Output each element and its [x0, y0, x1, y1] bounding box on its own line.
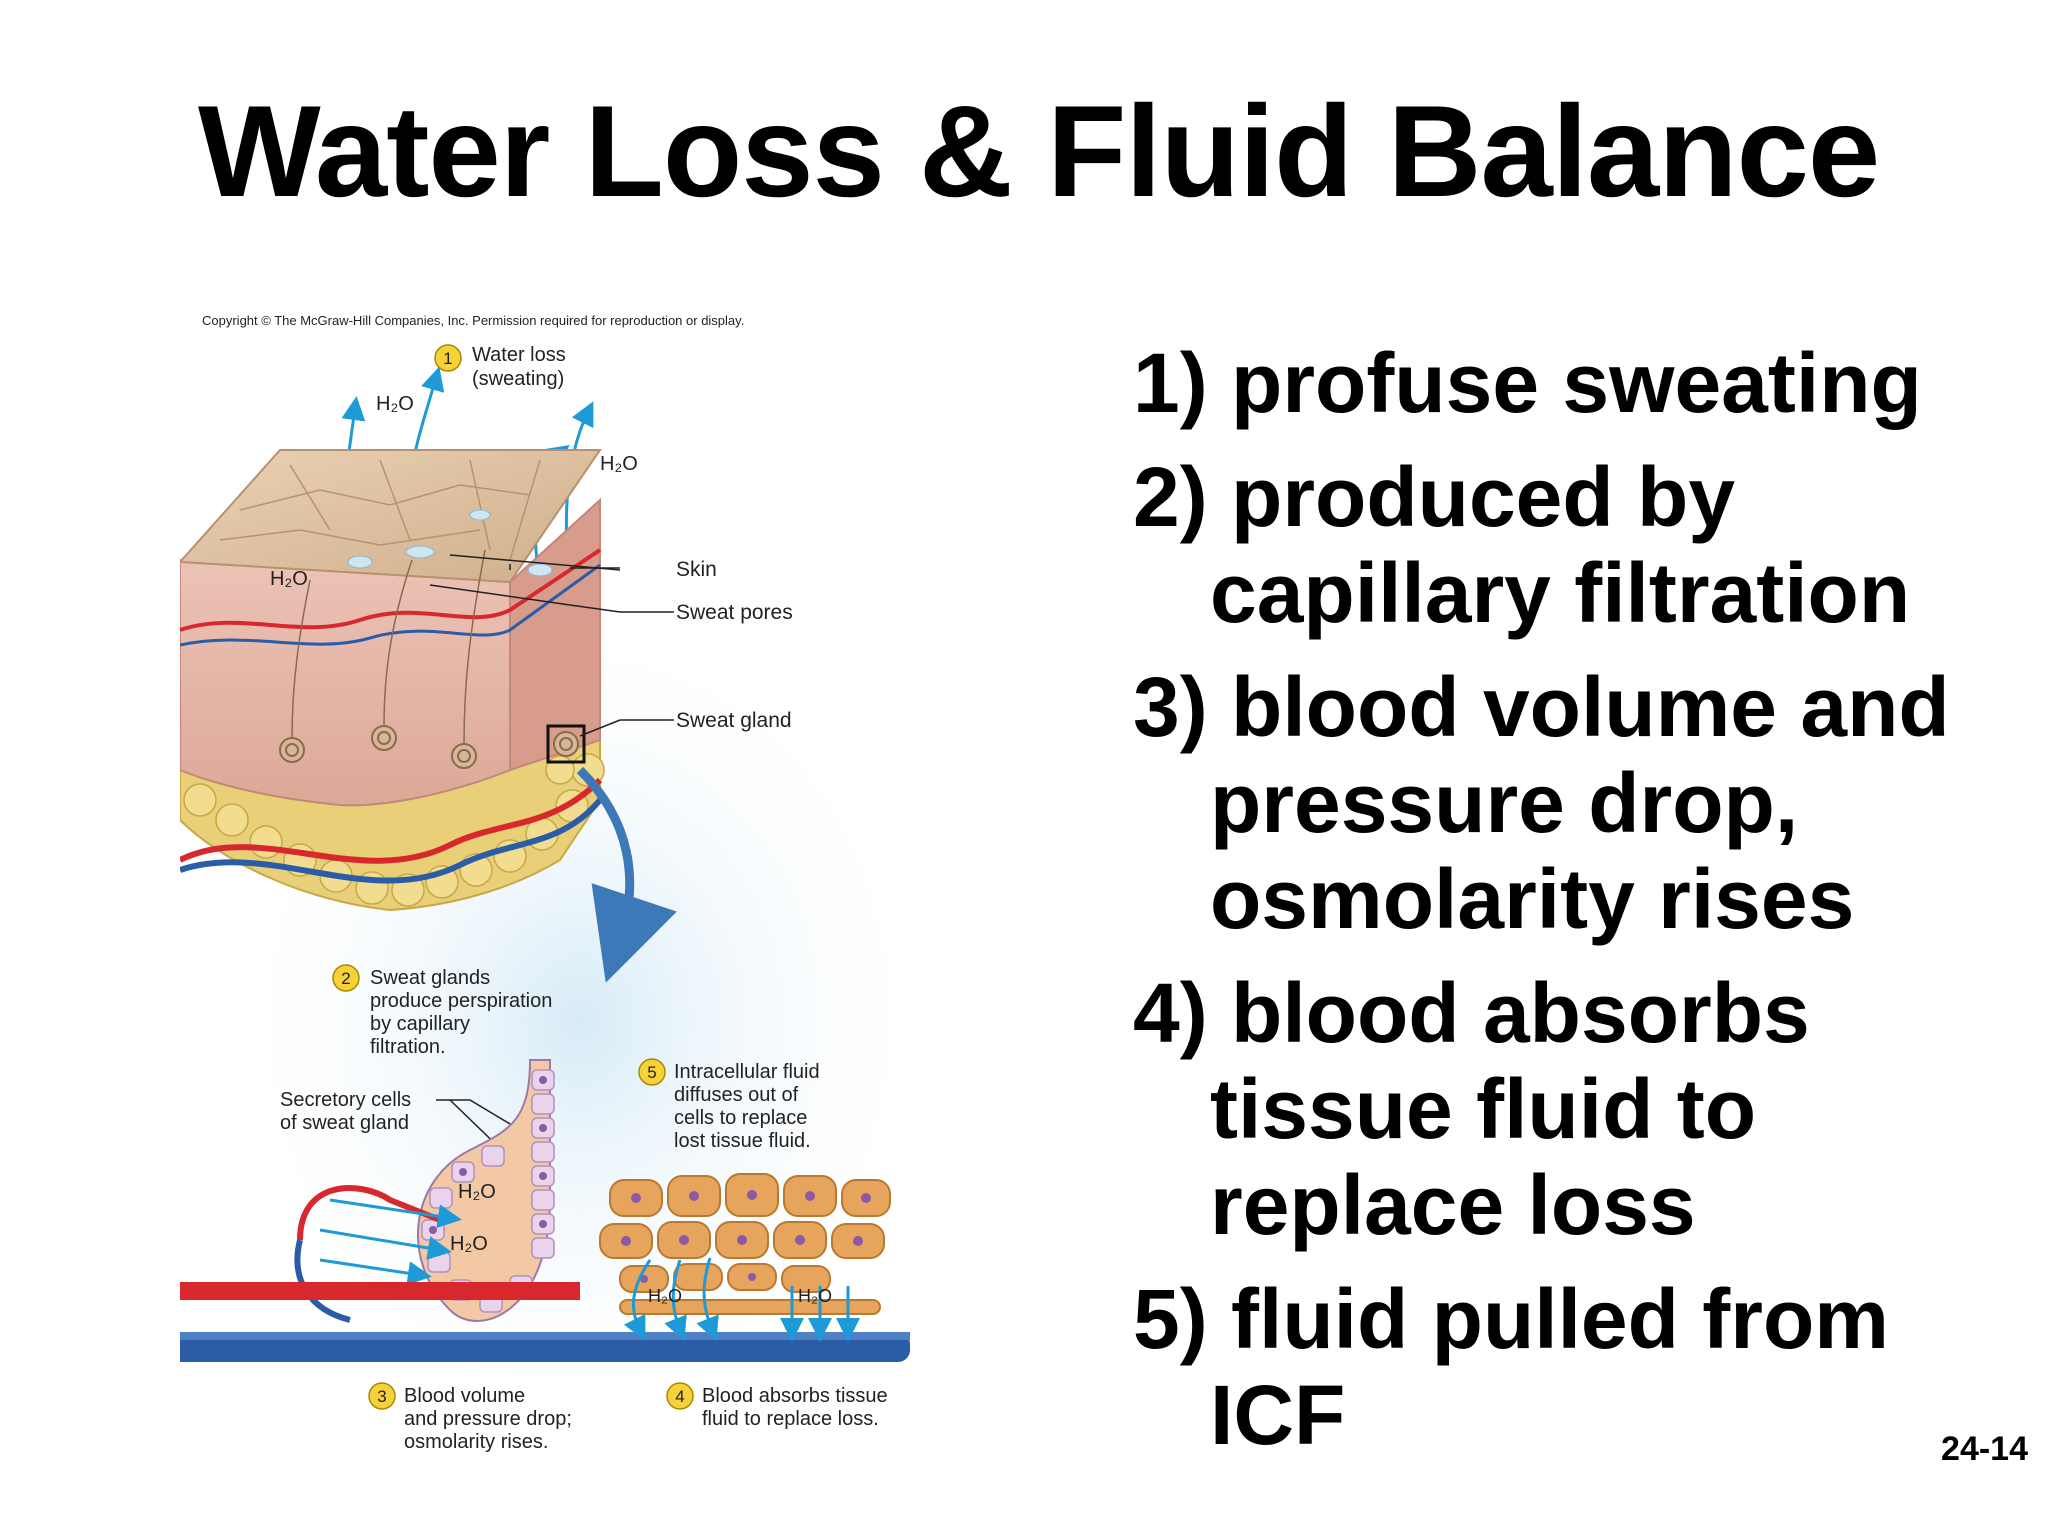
secretory-label-line-1: Secretory cells	[280, 1089, 411, 1111]
vein-vessel	[180, 563, 601, 647]
sweat-droplets	[347, 509, 553, 577]
filtration-arrow	[329, 1198, 462, 1229]
step-1-line-1: Water loss	[472, 344, 566, 366]
h2o-label: H₂O	[458, 1181, 496, 1203]
sweat-pores-label: Sweat pores	[676, 601, 793, 624]
list-item: 2) produced by capillary filtration	[1133, 450, 1911, 640]
h2o-label: H₂O	[450, 1233, 488, 1255]
copyright-notice: Copyright © The McGraw-Hill Companies, I…	[202, 313, 744, 328]
step-5-line-1: Intracellular fluid	[674, 1061, 820, 1083]
step-5-badge	[638, 1058, 666, 1086]
sweat-ducts	[291, 549, 486, 745]
bullet-list: 1) profuse sweating 2) produced by capil…	[1133, 335, 2033, 1481]
step-5-number: 5	[647, 1063, 656, 1082]
step-4-badge	[666, 1382, 694, 1410]
step-5-line-3: cells to replace	[674, 1107, 807, 1129]
step-2-number: 2	[341, 969, 350, 988]
sweat-gland-label: Sweat gland	[676, 709, 792, 732]
zoom-box	[546, 724, 586, 764]
pores-leader-line	[429, 584, 621, 613]
h2o-label: H₂O	[798, 1286, 832, 1306]
step-4-line-2: fluid to replace loss.	[702, 1408, 879, 1430]
step-1-number: 1	[443, 349, 452, 368]
list-item: 4) blood absorbs tissue fluid to replace…	[1133, 966, 1810, 1252]
diffusion-arrows	[623, 1257, 860, 1342]
list-item: 3) blood volume and pressure drop, osmol…	[1133, 660, 1950, 946]
sweating-figure: Copyright © The McGraw-Hill Companies, I…	[180, 300, 940, 1500]
step-1-line-2: (sweating)	[472, 368, 564, 390]
gland-leader-line	[579, 719, 621, 737]
artery-main	[180, 1282, 580, 1300]
step-5-line-4: lost tissue fluid.	[674, 1130, 811, 1152]
filtration-arrow	[319, 1258, 432, 1286]
h2o-label: H₂O	[648, 1286, 682, 1306]
step-4-number: 4	[675, 1387, 684, 1406]
artery-vessel	[180, 548, 602, 632]
step-3-badge	[368, 1382, 396, 1410]
step-4-line-1: Blood absorbs tissue	[702, 1385, 888, 1407]
step-2-badge	[332, 964, 360, 992]
skin-texture	[219, 459, 541, 561]
step-2-line-4: filtration.	[370, 1036, 446, 1058]
step-3-line-3: osmolarity rises.	[404, 1431, 548, 1453]
artery-vessel	[180, 777, 603, 864]
step-5-line-2: diffuses out of	[674, 1084, 799, 1106]
list-item: 5) fluid pulled from ICF	[1133, 1272, 1889, 1462]
h2o-label: H₂O	[270, 568, 308, 590]
step-2-line-1: Sweat glands	[370, 967, 490, 989]
zoom-arrow	[576, 766, 677, 983]
h2o-label: H₂O	[376, 393, 414, 415]
slide-title: Water Loss & Fluid Balance	[198, 78, 1880, 224]
step-1-badge	[434, 344, 462, 372]
sweat-gland-coils	[279, 725, 579, 769]
secretory-label-line-2: of sweat gland	[280, 1112, 409, 1134]
slide-number: 24-14	[1941, 1430, 2028, 1468]
skin-surface	[180, 449, 602, 584]
list-item: 1) profuse sweating	[1133, 336, 1922, 430]
dermis-front	[180, 558, 511, 807]
vein-vessel	[180, 798, 603, 884]
step-3-line-2: and pressure drop;	[404, 1408, 572, 1430]
step-2-line-2: produce perspiration	[370, 990, 552, 1012]
step-3-line-1: Blood volume	[404, 1385, 525, 1407]
step-2-line-3: by capillary	[370, 1013, 470, 1035]
filtration-arrow	[319, 1228, 452, 1260]
tissue-cell-nuclei	[621, 1190, 871, 1283]
h2o-label: H₂O	[600, 453, 638, 475]
secretory-leader-line	[436, 1099, 521, 1131]
skin-label: Skin	[676, 558, 717, 581]
figure-illustration: Copyright © The McGraw-Hill Companies, I…	[180, 313, 940, 1453]
step-3-number: 3	[377, 1387, 386, 1406]
capillary-loop	[297, 1185, 442, 1241]
tissue-cells	[599, 1173, 891, 1315]
